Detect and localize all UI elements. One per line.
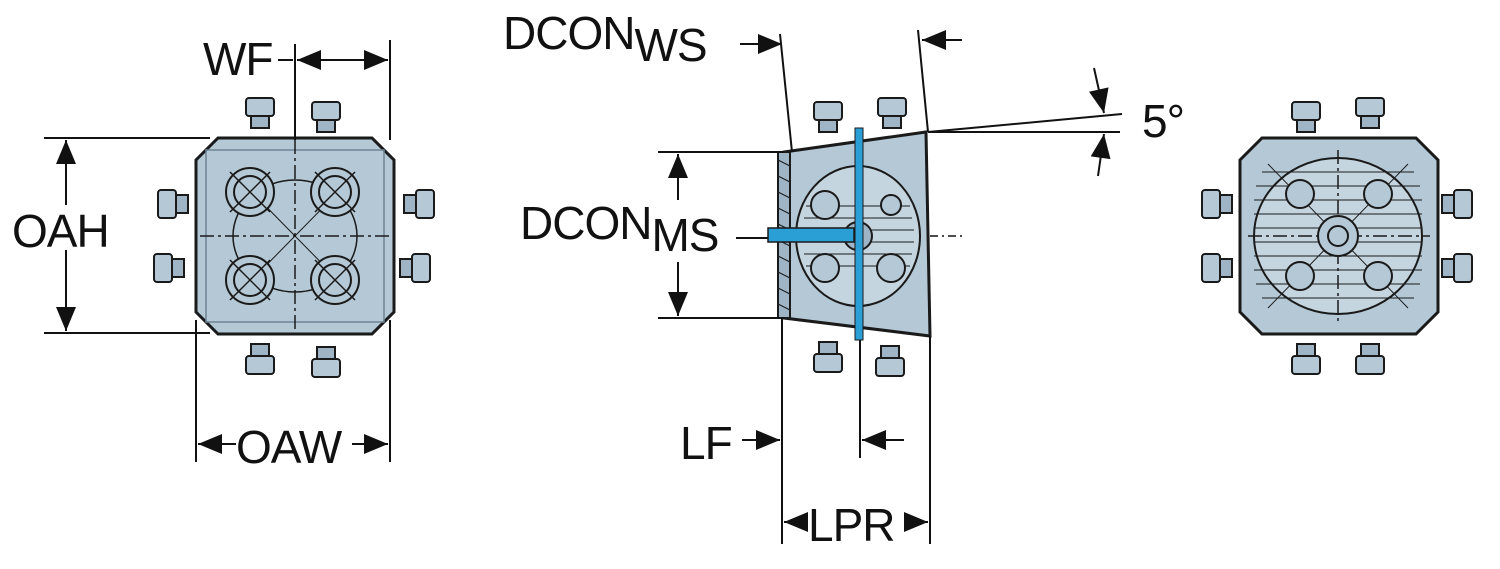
clamp-screw-top-2 bbox=[311, 101, 341, 133]
label-dcon-ws: DCONWS bbox=[503, 7, 708, 68]
label-angle: 5° bbox=[1142, 95, 1185, 147]
label-dcon-ws-sub: WS bbox=[634, 19, 707, 71]
side-screw-bottom-1 bbox=[813, 341, 843, 373]
label-oaw: OAW bbox=[236, 421, 342, 473]
label-wf: WF bbox=[203, 33, 274, 85]
label-oaw-text: OAW bbox=[236, 421, 342, 473]
side-screw-top-2 bbox=[877, 97, 907, 129]
back-screw-bottom-1 bbox=[1291, 343, 1321, 375]
back-screw-left-1 bbox=[1201, 189, 1233, 219]
label-lf: LF bbox=[680, 417, 733, 469]
label-dcon-ws-main: DCON bbox=[503, 7, 635, 59]
label-dcon-ms-main: DCON bbox=[520, 197, 652, 249]
label-lpr-text: LPR bbox=[808, 499, 895, 551]
coolant-channel-vertical bbox=[854, 127, 864, 341]
bolt-hole-4 bbox=[310, 255, 360, 305]
label-wf-text: WF bbox=[203, 33, 274, 85]
side-screw-bottom-2 bbox=[875, 345, 905, 377]
side-view bbox=[658, 29, 1123, 544]
bolt-hole-1 bbox=[225, 167, 275, 217]
clamp-screw-bottom-2 bbox=[311, 346, 341, 378]
label-angle-text: 5° bbox=[1142, 95, 1185, 147]
bolt-hole-2 bbox=[310, 167, 360, 217]
label-oah: OAH bbox=[12, 205, 110, 257]
bolt-hole-3 bbox=[225, 255, 275, 305]
side-screw-top-1 bbox=[813, 101, 843, 133]
clamp-screw-right-1 bbox=[403, 189, 435, 219]
clamp-screw-left-2 bbox=[153, 253, 185, 283]
clamp-screw-left-1 bbox=[157, 189, 189, 219]
clamp-screw-right-2 bbox=[399, 253, 431, 283]
back-screw-top-2 bbox=[1355, 97, 1385, 129]
back-view bbox=[1201, 97, 1473, 375]
back-screw-top-1 bbox=[1291, 101, 1321, 133]
back-screw-bottom-2 bbox=[1355, 343, 1385, 375]
front-view bbox=[44, 40, 435, 462]
label-dcon-ms-sub: MS bbox=[651, 209, 719, 261]
clamp-screw-bottom-1 bbox=[245, 343, 275, 375]
back-screw-right-2 bbox=[1441, 253, 1473, 283]
coolant-channel-horizontal bbox=[767, 227, 855, 243]
back-screw-left-2 bbox=[1201, 253, 1233, 283]
label-oah-text: OAH bbox=[12, 205, 110, 257]
label-lpr: LPR bbox=[808, 499, 895, 551]
clamp-screw-top-1 bbox=[245, 97, 275, 129]
back-screw-right-1 bbox=[1441, 189, 1473, 219]
label-dcon-ms: DCONMS bbox=[520, 197, 719, 258]
label-lf-text: LF bbox=[680, 417, 733, 469]
